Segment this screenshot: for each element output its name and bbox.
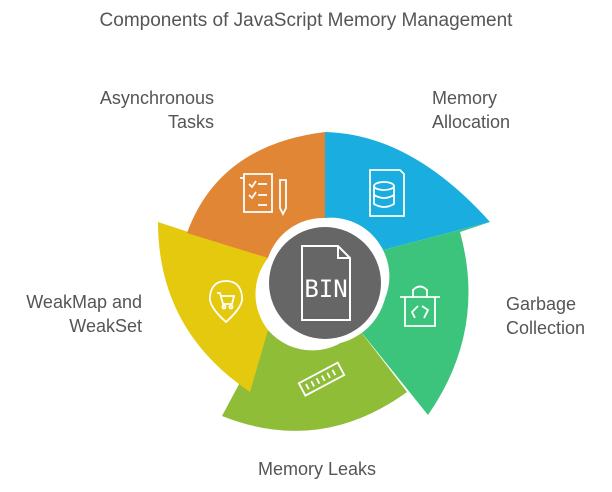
database-icon [369, 169, 405, 217]
segment-memory-allocation [325, 132, 490, 250]
diagram-title: Components of JavaScript Memory Manageme… [99, 10, 513, 31]
center-label: BIN [304, 275, 347, 303]
center-circle [269, 227, 381, 339]
recycle-bin-icon [400, 285, 440, 327]
memory-chip-icon [297, 361, 346, 397]
label-garbage-collection: Garbage Collection [506, 294, 586, 338]
cart-pin-icon [208, 280, 244, 324]
segment-memory-leaks [222, 328, 407, 431]
checklist-icon [240, 173, 287, 217]
label-memory-leaks: Memory Leaks [258, 459, 377, 479]
bin-file-icon [301, 245, 351, 321]
segment-asynchronous-tasks [187, 132, 325, 258]
segment-garbage-collection [358, 222, 490, 415]
label-weakmap-weakset: WeakMap and WeakSet [26, 292, 142, 336]
label-asynchronous-tasks: Asynchronous Tasks [99, 88, 214, 132]
label-memory-allocation: Memory Allocation [432, 88, 511, 132]
